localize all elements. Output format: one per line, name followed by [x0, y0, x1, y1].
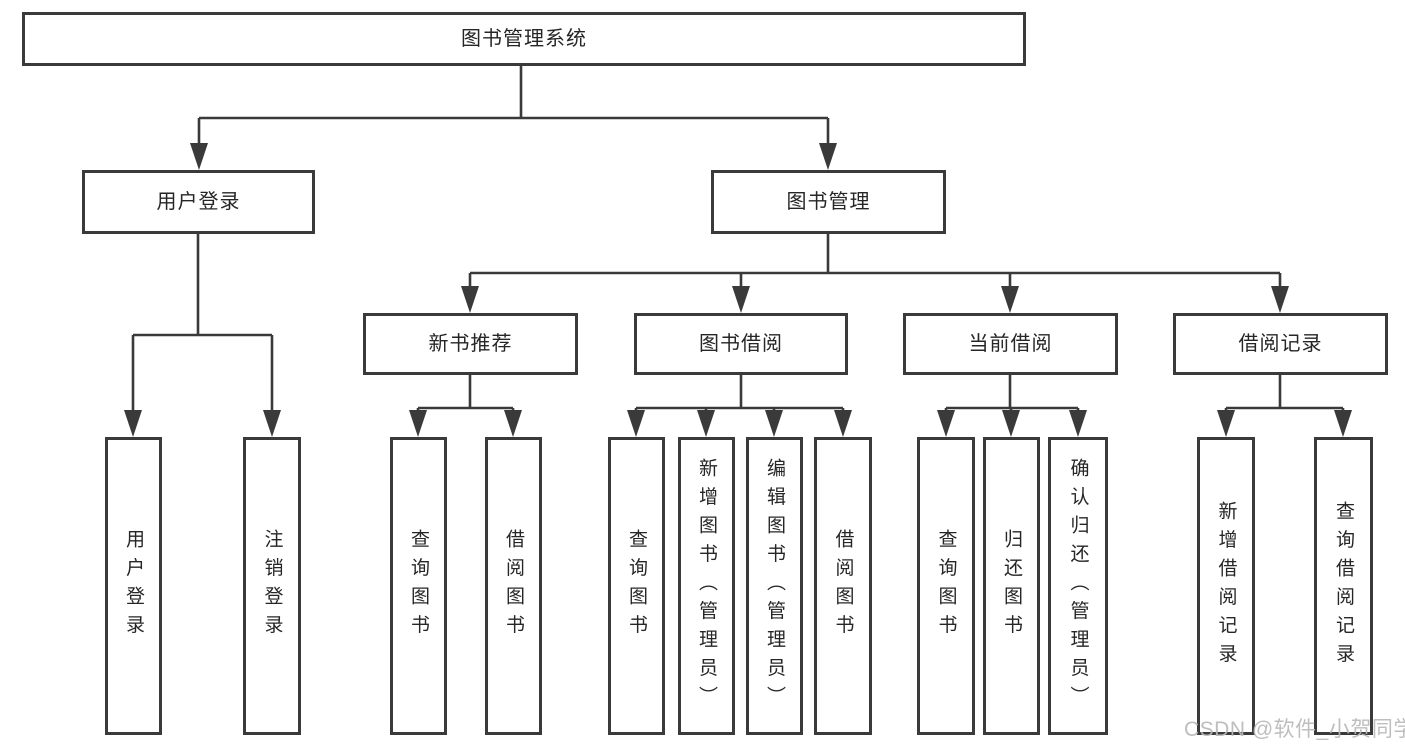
leaf-edit-books-admin: 编辑图书（管理员） — [746, 437, 803, 735]
node-label: 用户登录 — [156, 191, 241, 213]
node-label: 图书管理 — [786, 191, 871, 213]
leaf-add-borrow-record: 新增借阅记录 — [1197, 437, 1255, 735]
node-label: 借阅记录 — [1238, 333, 1323, 355]
arrowheads — [124, 143, 1352, 437]
node-label: 确认归还（管理员） — [1067, 457, 1089, 715]
node-book-management: 图书管理 — [711, 170, 946, 234]
node-label: 借阅图书 — [832, 529, 854, 643]
node-label: 新增图书（管理员） — [696, 457, 717, 715]
node-user-login: 用户登录 — [82, 170, 315, 234]
node-label: 新增借阅记录 — [1215, 500, 1237, 672]
node-label: 查询借阅记录 — [1333, 500, 1354, 672]
leaf-logout: 注销登录 — [243, 437, 301, 735]
node-label: 当前借阅 — [968, 333, 1053, 355]
leaf-user-login: 用户登录 — [105, 437, 162, 735]
node-label: 查询图书 — [935, 529, 957, 643]
node-label: 查询图书 — [408, 529, 429, 643]
node-label: 查询图书 — [626, 529, 647, 643]
leaf-query-books-3: 查询图书 — [917, 437, 975, 735]
node-book-borrowing: 图书借阅 — [634, 313, 848, 375]
leaf-add-books-admin: 新增图书（管理员） — [678, 437, 735, 735]
leaf-confirm-return-admin: 确认归还（管理员） — [1048, 437, 1108, 735]
leaf-return-books: 归还图书 — [983, 437, 1040, 735]
node-label: 新书推荐 — [428, 333, 513, 355]
leaf-query-books-2: 查询图书 — [608, 437, 665, 735]
node-label: 图书借阅 — [699, 333, 783, 355]
leaf-query-borrow-record: 查询借阅记录 — [1314, 437, 1373, 735]
node-label: 编辑图书（管理员） — [764, 457, 785, 715]
node-label: 借阅图书 — [503, 529, 524, 643]
leaf-borrow-books-2: 借阅图书 — [814, 437, 872, 735]
node-label: 注销登录 — [261, 529, 283, 643]
csdn-watermark: CSDN @软件_小贺同学 — [1184, 718, 1405, 741]
leaf-borrow-books-1: 借阅图书 — [485, 437, 542, 735]
node-label: 归还图书 — [1001, 529, 1022, 643]
node-label: 用户登录 — [123, 529, 144, 643]
node-borrowing-records: 借阅记录 — [1173, 313, 1388, 375]
node-current-borrowing: 当前借阅 — [903, 313, 1118, 375]
leaf-query-books-1: 查询图书 — [390, 437, 447, 735]
node-library-management-system: 图书管理系统 — [22, 12, 1026, 66]
node-new-book-recommendation: 新书推荐 — [363, 313, 578, 375]
node-label: 图书管理系统 — [461, 28, 587, 50]
